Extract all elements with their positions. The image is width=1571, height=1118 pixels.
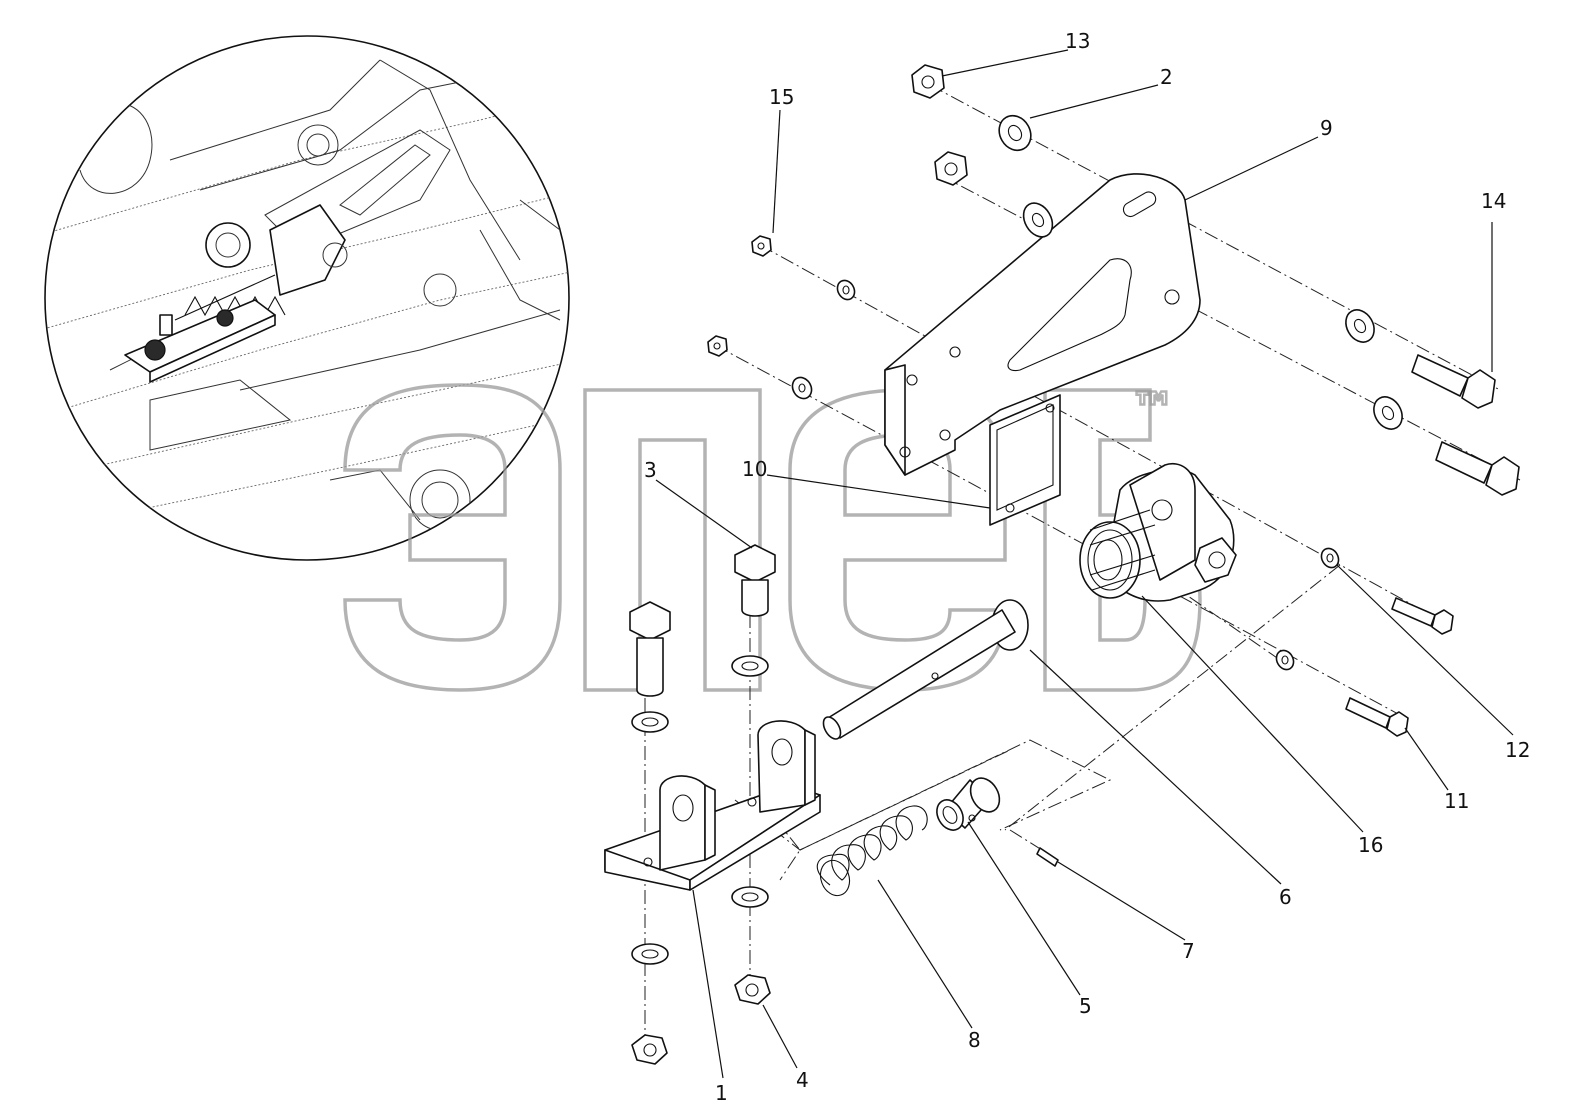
callout-15: 15 bbox=[769, 85, 794, 109]
callout-7: 7 bbox=[1182, 939, 1195, 963]
callout-5: 5 bbox=[1079, 994, 1092, 1018]
callout-labels: 1 2 3 4 5 6 7 8 9 10 11 12 13 14 15 16 bbox=[644, 29, 1530, 1105]
bolt-part-3-left bbox=[629, 601, 671, 697]
callout-11: 11 bbox=[1444, 789, 1469, 813]
callout-6: 6 bbox=[1279, 885, 1292, 909]
bolt-part-11-set bbox=[1345, 597, 1454, 737]
gasket-part-10 bbox=[989, 394, 1061, 526]
callout-16: 16 bbox=[1358, 833, 1383, 857]
callout-3: 3 bbox=[644, 458, 657, 482]
roll-pin-part-7 bbox=[1036, 847, 1059, 867]
bolt-part-3-right bbox=[734, 544, 776, 617]
bushing-part-5 bbox=[936, 777, 1001, 831]
trademark-symbol: ™ bbox=[1130, 382, 1176, 436]
callout-14: 14 bbox=[1481, 189, 1506, 213]
assembly-inset bbox=[44, 35, 570, 561]
callout-9: 9 bbox=[1320, 116, 1333, 140]
nut-set bbox=[631, 64, 968, 1065]
callout-1: 1 bbox=[715, 1081, 728, 1105]
callout-12: 12 bbox=[1505, 738, 1530, 762]
callout-10: 10 bbox=[742, 457, 767, 481]
leader-lines bbox=[655, 49, 1514, 1079]
valve-body-part-16 bbox=[1079, 463, 1237, 602]
washer-part-2-set bbox=[631, 114, 1403, 965]
pin-part-6 bbox=[822, 599, 1029, 740]
spring-part-8 bbox=[816, 805, 928, 897]
callout-2: 2 bbox=[1160, 65, 1173, 89]
base-plate-part-1 bbox=[604, 720, 821, 891]
bracket-part-9 bbox=[884, 173, 1201, 476]
callout-13: 13 bbox=[1065, 29, 1090, 53]
callout-8: 8 bbox=[968, 1028, 981, 1052]
fasteners bbox=[629, 64, 1520, 1065]
bolt-part-14-set bbox=[1411, 354, 1520, 496]
callout-4: 4 bbox=[796, 1068, 809, 1092]
